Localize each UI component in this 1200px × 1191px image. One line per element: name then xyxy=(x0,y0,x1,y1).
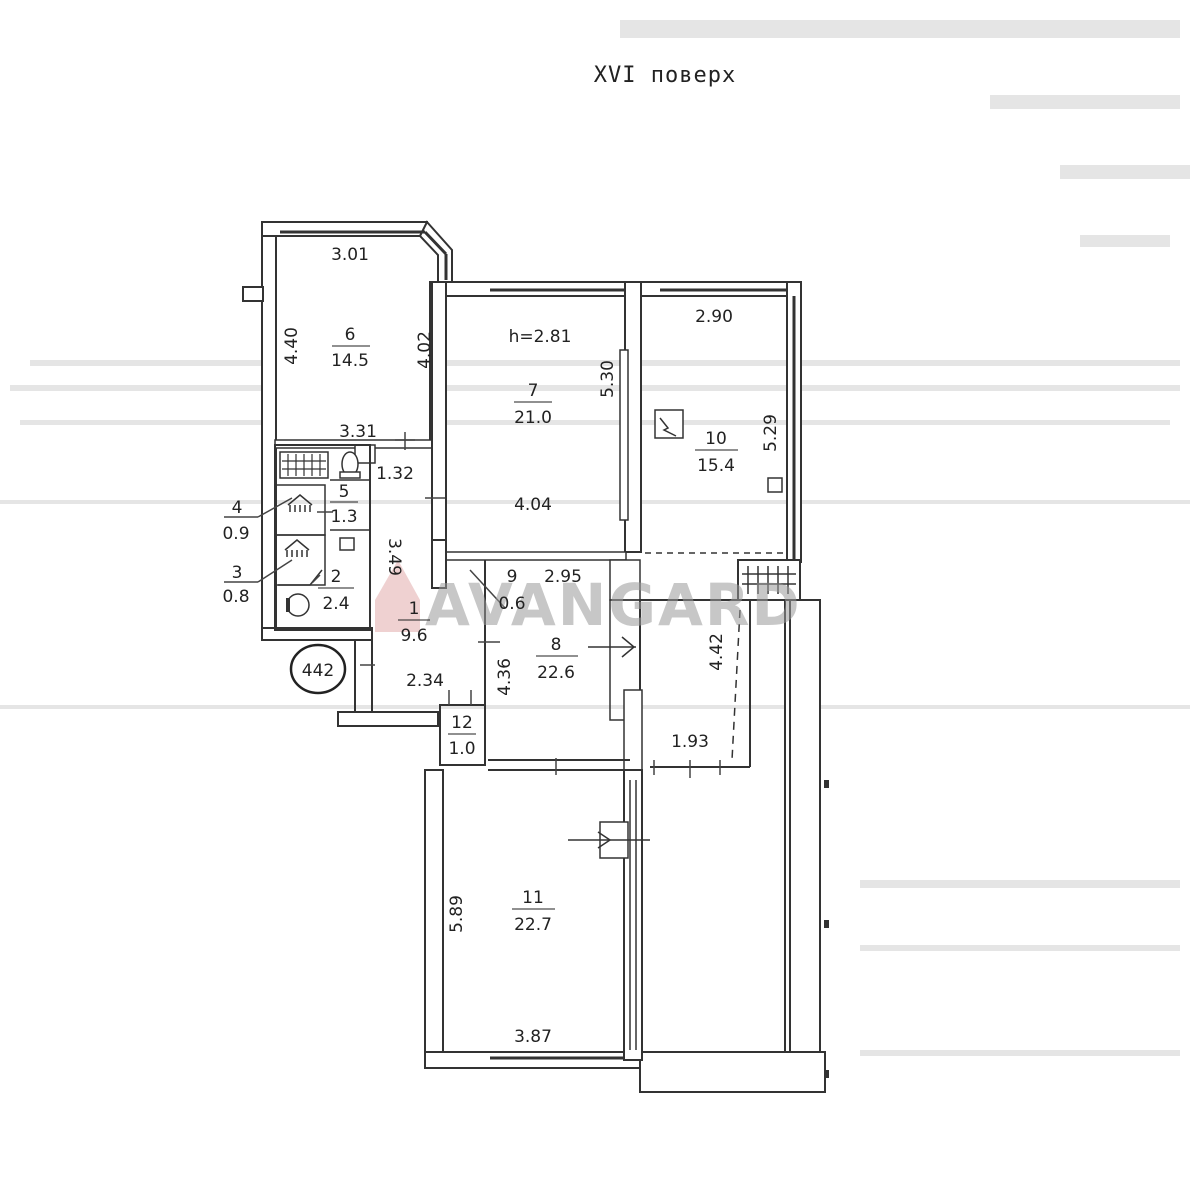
room-6-area: 14.5 xyxy=(331,351,369,371)
dim-balcony-bottom: 1.93 xyxy=(671,732,709,752)
dim-r8-left: 4.36 xyxy=(495,658,515,696)
dim-r6-right: 4.02 xyxy=(415,331,435,369)
room-8-area: 22.6 xyxy=(537,663,575,683)
apartment-number-badge: 442 xyxy=(289,643,347,695)
room-7-area: 21.0 xyxy=(514,408,552,428)
room-10-number: 10 xyxy=(705,429,727,449)
avangard-logo-icon xyxy=(375,560,420,632)
room-4-number: 4 xyxy=(232,498,243,518)
room-8-number: 8 xyxy=(551,635,562,655)
dim-r11-left: 5.89 xyxy=(447,895,467,933)
room-2-number: 2 xyxy=(331,567,342,587)
room-5-number: 5 xyxy=(339,482,350,502)
dim-balcony-side: 4.42 xyxy=(707,633,727,671)
room-labels: 6 14.5 7 21.0 h=2.81 10 15.4 5 1.3 4 0.9… xyxy=(222,325,738,935)
dim-r8-top: 2.95 xyxy=(544,567,582,587)
sanitary-fixtures xyxy=(278,409,783,617)
room-12-area: 1.0 xyxy=(448,739,475,759)
room-11-number: 11 xyxy=(522,888,544,908)
watermark: AVANGARD xyxy=(375,560,802,639)
dim-r7-bottom: 4.04 xyxy=(514,495,552,515)
room-3-area: 0.8 xyxy=(222,587,249,607)
dim-hall-top: 1.32 xyxy=(376,464,414,484)
room-10-area: 15.4 xyxy=(697,456,735,476)
apartment-number: 442 xyxy=(302,661,334,681)
room-4-area: 0.9 xyxy=(222,524,249,544)
dim-r10-right: 5.29 xyxy=(761,414,781,452)
room-5-area: 1.3 xyxy=(330,507,357,527)
ceiling-height: h=2.81 xyxy=(509,327,572,347)
room-9-number: 9 xyxy=(507,567,518,587)
dim-hall-side: 3.49 xyxy=(384,538,404,576)
room-6-number: 6 xyxy=(345,325,356,345)
dim-r7-right: 5.30 xyxy=(598,360,618,398)
dim-r6-left: 4.40 xyxy=(282,327,302,365)
background-ghost-text xyxy=(0,20,1190,1056)
room-2-area: 2.4 xyxy=(322,594,349,614)
room-9-area: 0.6 xyxy=(498,594,525,614)
walls xyxy=(242,220,829,1093)
room-3-number: 3 xyxy=(232,563,243,583)
room-7-number: 7 xyxy=(528,381,539,401)
entry-arrow xyxy=(588,636,636,658)
leader-lines xyxy=(224,497,293,583)
dim-r10-top: 2.90 xyxy=(695,307,733,327)
room-11-area: 22.7 xyxy=(514,915,552,935)
dimension-labels: 3.01 4.40 4.02 3.31 5.30 4.04 2.90 5.29 … xyxy=(282,245,781,1047)
room-1-area: 9.6 xyxy=(400,626,427,646)
watermark-text: AVANGARD xyxy=(425,571,802,639)
dim-hall-bottom: 2.34 xyxy=(406,671,444,691)
room-1-number: 1 xyxy=(409,599,420,619)
dim-r6-bottom: 3.31 xyxy=(339,422,377,442)
dimension-ticks xyxy=(311,432,721,778)
dim-r11-bottom: 3.87 xyxy=(514,1027,552,1047)
floor-title: XVI поверх xyxy=(594,63,736,88)
room-12-number: 12 xyxy=(451,713,473,733)
dim-r6-top: 3.01 xyxy=(331,245,369,265)
